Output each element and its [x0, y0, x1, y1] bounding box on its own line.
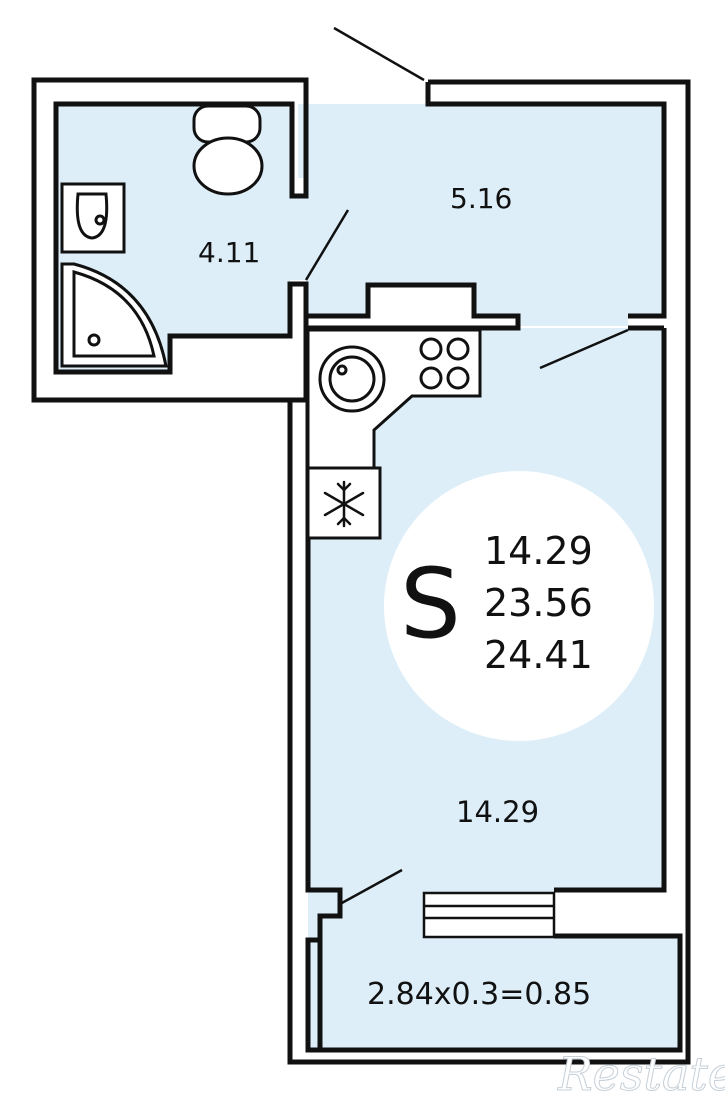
room-label-bathroom: 4.11 — [198, 236, 260, 269]
wall-right — [554, 328, 667, 893]
fridge-icon — [306, 466, 382, 540]
sink-icon — [60, 182, 126, 254]
stove-icon — [419, 337, 470, 390]
snowflake-icon — [323, 480, 365, 528]
summary-symbol: S — [400, 548, 461, 660]
bathroom-door — [304, 209, 350, 281]
wall-kitchen-top — [303, 282, 521, 331]
summary-living-area: 14.29 — [484, 529, 593, 573]
wall-right-outer — [287, 400, 691, 1065]
balcony-door — [339, 868, 403, 906]
room-label-balcony: 2.84x0.3=0.85 — [367, 977, 591, 1012]
summary-badge — [384, 471, 654, 741]
walls — [31, 77, 691, 1065]
room-label-living: 14.29 — [456, 795, 539, 829]
balcony-window — [422, 891, 556, 939]
kitchen-sink-icon — [318, 345, 386, 413]
wall-hall-right-stub — [628, 313, 664, 331]
summary-total-area: 23.56 — [484, 581, 593, 625]
toilet-icon — [192, 104, 264, 196]
wall-hall-top-outer — [428, 79, 691, 680]
doors — [304, 26, 629, 906]
shower-icon — [60, 262, 168, 368]
watermark: Restate — [557, 1047, 725, 1094]
floor-hall — [306, 104, 664, 326]
entrance-door — [333, 26, 425, 82]
living-door — [539, 328, 629, 370]
room-label-hall: 5.16 — [450, 182, 512, 215]
summary-total-with-balcony: 24.41 — [484, 633, 593, 677]
